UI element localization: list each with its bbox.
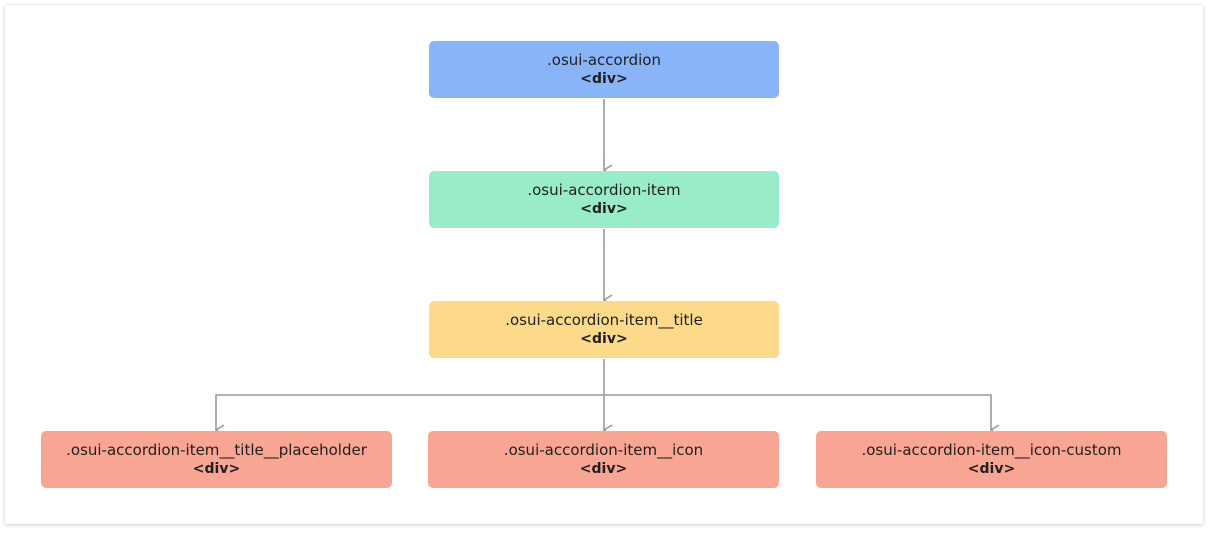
node-tag-label: <div> [579,461,628,477]
node-osui-accordion-item-title: .osui-accordion-item__title <div> [429,301,779,358]
node-tag-label: <div> [580,331,628,347]
node-osui-accordion-item-icon: .osui-accordion-item__icon <div> [428,431,779,488]
node-tag-label: <div> [580,71,628,87]
node-osui-accordion-item-icon-custom: .osui-accordion-item__icon-custom <div> [816,431,1167,488]
node-tag-label: <div> [967,461,1016,477]
node-class-label: .osui-accordion-item__icon-custom [861,441,1122,459]
node-class-label: .osui-accordion-item [527,181,681,199]
node-class-label: .osui-accordion-item__title [505,311,703,329]
node-osui-accordion: .osui-accordion <div> [429,41,779,98]
arrow-title-to-icon-custom [604,394,991,430]
node-tag-label: <div> [580,201,628,217]
node-tag-label: <div> [192,461,241,477]
node-class-label: .osui-accordion-item__icon [503,441,704,459]
node-class-label: .osui-accordion [547,51,661,69]
arrow-title-to-placeholder [216,394,604,430]
node-class-label: .osui-accordion-item__title__placeholder [66,441,367,459]
node-osui-accordion-item: .osui-accordion-item <div> [429,171,779,228]
node-osui-accordion-item-title-placeholder: .osui-accordion-item__title__placeholder… [41,431,392,488]
